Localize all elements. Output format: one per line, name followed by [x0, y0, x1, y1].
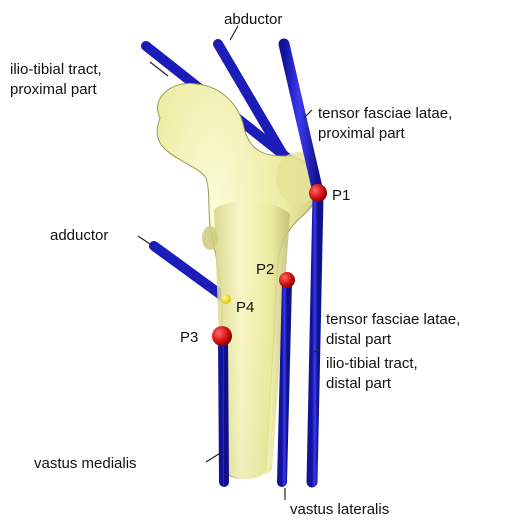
label-adductor: adductor [50, 227, 108, 244]
label-tfl-distal-line1: tensor fasciae latae, [326, 311, 460, 328]
label-tfl-proximal-line1: tensor fasciae latae, [318, 105, 452, 122]
lesser-trochanter [202, 226, 218, 250]
label-vastus-medialis: vastus medialis [34, 455, 137, 472]
vastus-medialis-muscle [223, 336, 224, 482]
point-p3-marker [212, 326, 232, 346]
label-iliotibial-proximal-line2: proximal part [10, 81, 98, 98]
abductor-leader [230, 26, 238, 40]
label-vastus-lateralis: vastus lateralis [290, 501, 389, 518]
tfl-distal-muscle [312, 196, 318, 482]
label-p4: P4 [236, 299, 254, 316]
point-p1-marker [309, 184, 327, 202]
label-abductor: abductor [224, 11, 282, 28]
point-p4-marker [221, 294, 231, 304]
adductor-leader [138, 236, 150, 244]
label-iliotibial-distal-line2: distal part [326, 375, 392, 392]
vastus-lateralis-muscle [282, 282, 287, 482]
femur-bone [157, 83, 320, 479]
label-p1: P1 [332, 187, 350, 204]
point-p2-marker [279, 272, 295, 288]
label-tfl-distal-line2: distal part [326, 331, 392, 348]
label-tfl-proximal-line2: proximal part [318, 125, 406, 142]
label-iliotibial-proximal-line1: ilio-tibial tract, [10, 61, 102, 78]
label-p2: P2 [256, 261, 274, 278]
label-iliotibial-distal-line1: ilio-tibial tract, [326, 355, 418, 372]
label-p3: P3 [180, 329, 198, 346]
